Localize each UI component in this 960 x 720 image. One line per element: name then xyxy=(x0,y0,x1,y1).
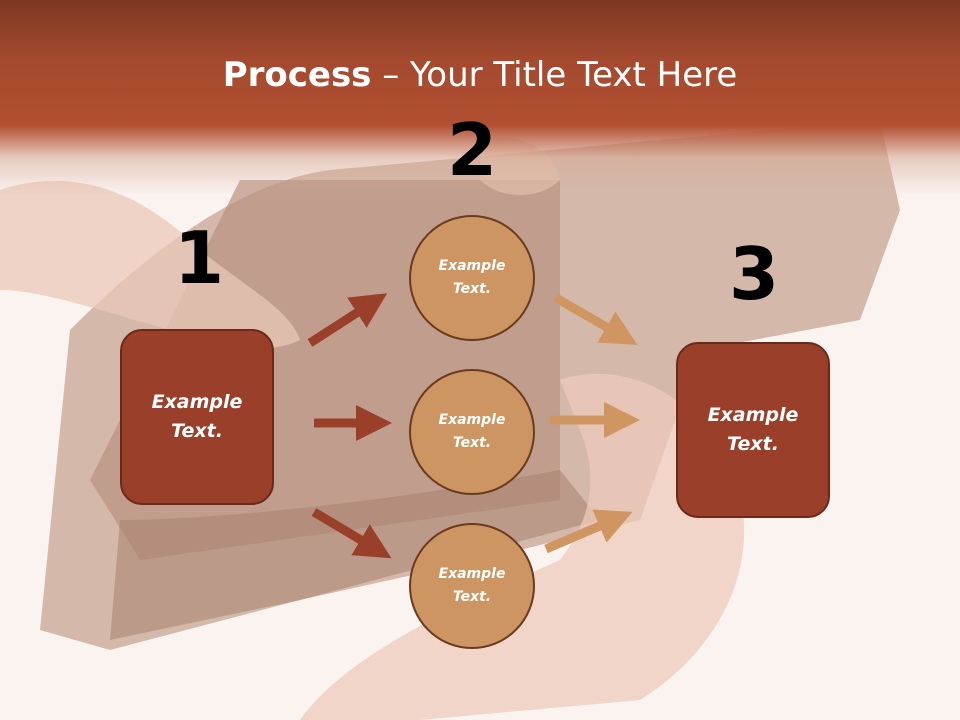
step-2-circle-bottom: Example Text. xyxy=(409,523,535,649)
step-number-2: 2 xyxy=(446,108,498,192)
step-2-circle-middle: Example Text. xyxy=(409,369,535,495)
step-2-circle-top: Example Text. xyxy=(409,215,535,341)
title-bold: Process xyxy=(222,55,372,95)
step-number-1: 1 xyxy=(173,216,225,300)
step-3-box: Example Text. xyxy=(676,342,830,518)
circle-top-text: Example Text. xyxy=(438,258,506,297)
step-3-text: Example Text. xyxy=(707,404,799,455)
arrow-1-to-bottom xyxy=(311,508,392,559)
circle-bottom-text: Example Text. xyxy=(438,566,506,605)
arrow-bottom-to-3 xyxy=(544,509,633,554)
step-1-text: Example Text. xyxy=(151,391,243,442)
slide-title: Process – Your Title Text Here xyxy=(0,52,960,98)
circle-middle-text: Example Text. xyxy=(438,412,506,451)
step-1-box: Example Text. xyxy=(120,329,274,505)
step-number-3: 3 xyxy=(728,232,780,316)
title-banner xyxy=(0,0,960,195)
arrow-top-to-3 xyxy=(553,294,638,345)
arrow-1-to-top xyxy=(307,293,388,347)
title-rest: – Your Title Text Here xyxy=(371,55,738,95)
